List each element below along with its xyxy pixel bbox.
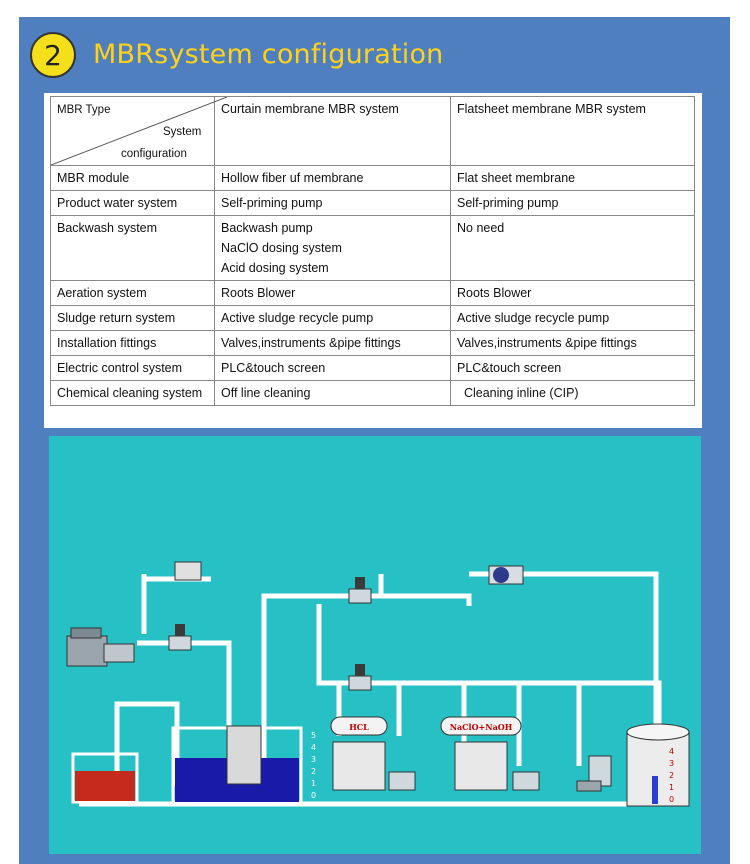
corner-label-configuration: configuration xyxy=(121,148,187,160)
table-row: Installation fittings Valves,instruments… xyxy=(50,330,695,356)
svg-text:0: 0 xyxy=(669,795,674,804)
curtain-cell: Hollow fiber uf membrane xyxy=(214,165,451,191)
corner-label-mbr-type: MBR Type xyxy=(57,104,111,116)
sludge-tank xyxy=(71,752,139,804)
svg-text:4: 4 xyxy=(669,747,674,756)
svg-text:5: 5 xyxy=(311,731,316,740)
table-row: Aeration system Roots Blower Roots Blowe… xyxy=(50,280,695,306)
row-label: Sludge return system xyxy=(50,305,215,331)
valve-icon xyxy=(168,624,192,651)
table-header-row: MBR Type System configuration Curtain me… xyxy=(50,96,695,166)
curtain-line: NaClO dosing system xyxy=(221,241,342,255)
section-number-badge: 2 xyxy=(30,32,76,78)
table-row: Sludge return system Active sludge recyc… xyxy=(50,305,695,331)
row-label: Backwash system xyxy=(50,215,215,281)
mbr-tank-scale: 5 4 3 2 1 0 xyxy=(311,731,316,800)
valve-icon xyxy=(348,577,372,604)
svg-text:NaClO+NaOH: NaClO+NaOH xyxy=(450,722,513,732)
hcl-tank: HCL xyxy=(330,716,388,791)
dosing-pump-icon xyxy=(388,771,416,791)
row-label: MBR module xyxy=(50,165,215,191)
svg-text:2: 2 xyxy=(669,771,674,780)
svg-text:3: 3 xyxy=(669,759,674,768)
curtain-cell: Roots Blower xyxy=(214,280,451,306)
flatsheet-cell: Valves,instruments &pipe fittings xyxy=(450,330,695,356)
product-water-tank: 4 3 2 1 0 xyxy=(626,723,690,807)
curtain-cell: Backwash pump NaClO dosing system Acid d… xyxy=(214,215,451,281)
svg-text:0: 0 xyxy=(311,791,316,800)
row-label: Aeration system xyxy=(50,280,215,306)
svg-text:4: 4 xyxy=(311,743,316,752)
dosing-pump-icon xyxy=(512,771,540,791)
mbr-tank xyxy=(171,725,303,804)
corner-header-cell: MBR Type System configuration xyxy=(50,96,227,166)
svg-text:3: 3 xyxy=(311,755,316,764)
curtain-cell: Self-priming pump xyxy=(214,190,451,216)
svg-text:2: 2 xyxy=(311,767,316,776)
table-row: Chemical cleaning system Off line cleani… xyxy=(50,380,695,406)
svg-text:1: 1 xyxy=(311,779,316,788)
config-table: MBR Type System configuration Curtain me… xyxy=(50,96,695,406)
corner-label-system: System xyxy=(163,126,202,138)
column-header-curtain: Curtain membrane MBR system xyxy=(214,96,451,166)
table-row: Backwash system Backwash pump NaClO dosi… xyxy=(50,215,695,281)
flatsheet-cell: Active sludge recycle pump xyxy=(450,305,695,331)
blower-icon xyxy=(66,627,135,667)
flowmeter-icon xyxy=(174,561,202,581)
flatsheet-cell: No need xyxy=(450,215,695,281)
table-row: Product water system Self-priming pump S… xyxy=(50,190,695,216)
column-header-flatsheet: Flatsheet membrane MBR system xyxy=(450,96,695,166)
backwash-pump-icon xyxy=(488,565,524,585)
config-panel: 2 MBRsystem configuration MBR Type Syste… xyxy=(19,17,730,864)
curtain-cell: Active sludge recycle pump xyxy=(214,305,451,331)
curtain-line: Acid dosing system xyxy=(221,261,329,275)
config-table-container: MBR Type System configuration Curtain me… xyxy=(44,93,702,428)
svg-text:1: 1 xyxy=(669,783,674,792)
flatsheet-cell: Cleaning inline (CIP) xyxy=(450,380,695,406)
section-title: MBRsystem configuration xyxy=(93,39,444,70)
diagonal-line xyxy=(51,97,227,165)
curtain-cell: Off line cleaning xyxy=(214,380,451,406)
row-label: Product water system xyxy=(50,190,215,216)
naclo-tank: NaClO+NaOH xyxy=(440,716,522,791)
product-pump-icon xyxy=(576,755,612,792)
curtain-cell: Valves,instruments &pipe fittings xyxy=(214,330,451,356)
flatsheet-cell: Flat sheet membrane xyxy=(450,165,695,191)
process-diagram: 5 4 3 2 1 0 HCL NaClO+NaOH xyxy=(49,436,701,854)
flatsheet-cell: PLC&touch screen xyxy=(450,355,695,381)
svg-text:HCL: HCL xyxy=(349,722,369,732)
flatsheet-cell: Self-priming pump xyxy=(450,190,695,216)
row-label: Electric control system xyxy=(50,355,215,381)
table-row: Electric control system PLC&touch screen… xyxy=(50,355,695,381)
flatsheet-cell: Roots Blower xyxy=(450,280,695,306)
curtain-line: Backwash pump xyxy=(221,221,313,235)
row-label: Installation fittings xyxy=(50,330,215,356)
curtain-cell: PLC&touch screen xyxy=(214,355,451,381)
row-label: Chemical cleaning system xyxy=(50,380,215,406)
valve-icon xyxy=(348,664,372,691)
process-flow-svg: 5 4 3 2 1 0 HCL NaClO+NaOH xyxy=(66,561,690,807)
table-row: MBR module Hollow fiber uf membrane Flat… xyxy=(50,165,695,191)
